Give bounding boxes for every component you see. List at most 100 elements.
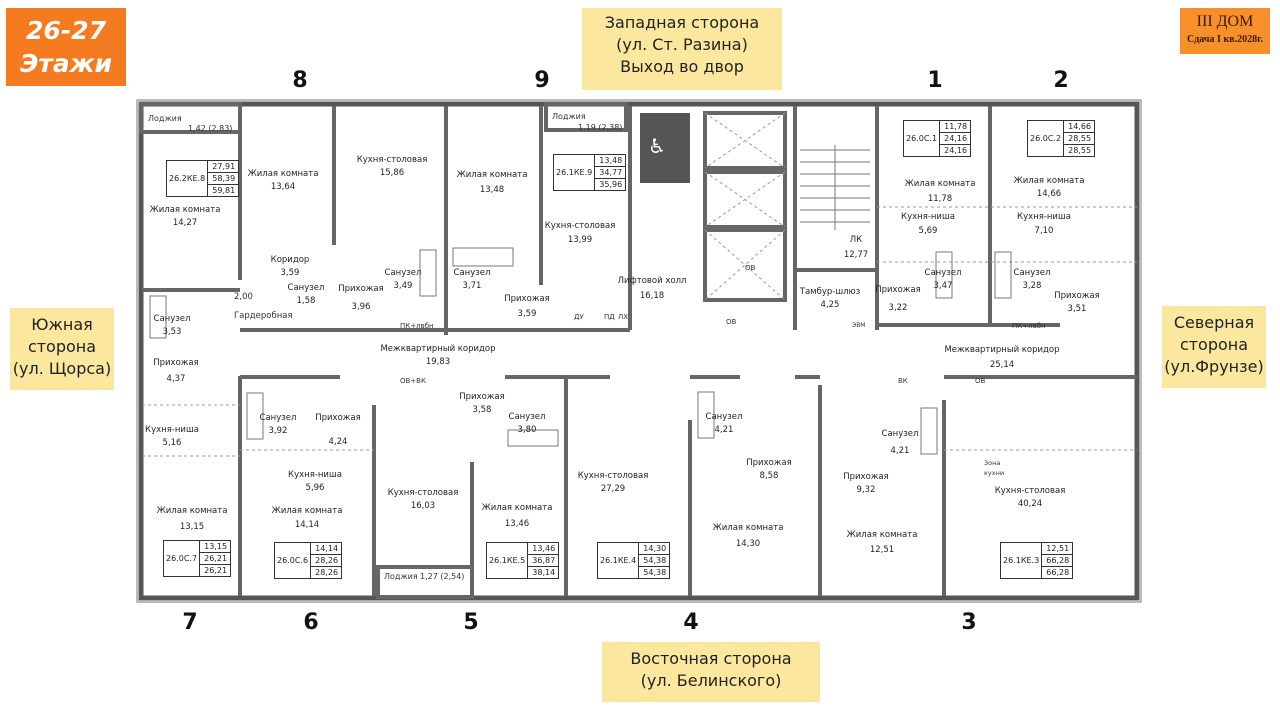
house-completion: Сдача I кв.2028г. [1187, 34, 1263, 45]
ov-label: ОВ [975, 377, 986, 385]
apartment-number-1: 1 [927, 68, 943, 93]
apartment-number-9: 9 [534, 68, 550, 93]
du-label: ДУ [574, 313, 584, 321]
ov-label: ОВ [726, 318, 737, 326]
side-line: Восточная сторона [630, 649, 792, 668]
evm-label: ЭВМ [852, 322, 866, 329]
loggia-label: Лоджия [552, 112, 586, 121]
ov-label: ОВ [745, 264, 756, 272]
dressing-label: Гардеробная [234, 311, 293, 321]
side-line: (ул.Фрунзе) [1164, 357, 1264, 376]
loggia-label: Лоджия [148, 114, 182, 123]
apartment-number-4: 4 [683, 610, 699, 635]
apartment-number-3: 3 [961, 610, 977, 635]
apartment-number-2: 2 [1053, 68, 1069, 93]
side-line: сторона [27, 337, 97, 356]
accessible-area [640, 113, 690, 183]
fire-hydrant-label: ПК+лвбн [1012, 322, 1046, 330]
floor-range: 26-27 [26, 16, 106, 45]
apartment-number-8: 8 [292, 68, 308, 93]
south-side-label: Южная сторона (ул. Щорса) [10, 308, 114, 390]
fire-hydrant-label: ПК+лвбн [400, 322, 434, 330]
pd-label: ПД [604, 313, 615, 321]
apartment-number-7: 7 [182, 610, 198, 635]
loggia-area: 1,27 (2,54) [420, 572, 465, 581]
side-line: (ул. Белинского) [640, 671, 782, 690]
lh-label: ЛХ [618, 313, 629, 321]
dressing-area: 2,00 [234, 292, 253, 302]
north-side-label: Северная сторона (ул.Фрунзе) [1162, 306, 1266, 388]
east-side-label: Восточная сторона (ул. Белинского) [602, 642, 820, 702]
house-badge: III ДОМ Сдача I кв.2028г. [1180, 8, 1270, 54]
apartment-number-6: 6 [303, 610, 319, 635]
side-line: Западная сторона [604, 13, 760, 32]
apartment-number-5: 5 [463, 610, 479, 635]
floor-label: Этажи [19, 49, 113, 78]
house-title: III ДОМ [1196, 13, 1254, 30]
side-line: (ул. Щорса) [12, 359, 112, 378]
side-line: Южная [31, 315, 93, 334]
side-line: сторона [1179, 335, 1249, 354]
floor-badge: 26-27 Этажи [6, 8, 126, 86]
west-side-label: Западная сторона (ул. Ст. Разина) Выход … [582, 8, 782, 90]
vk-label: ВК [898, 377, 908, 385]
wheelchair-icon: ♿ [648, 134, 666, 158]
side-line: Выход во двор [620, 57, 744, 76]
